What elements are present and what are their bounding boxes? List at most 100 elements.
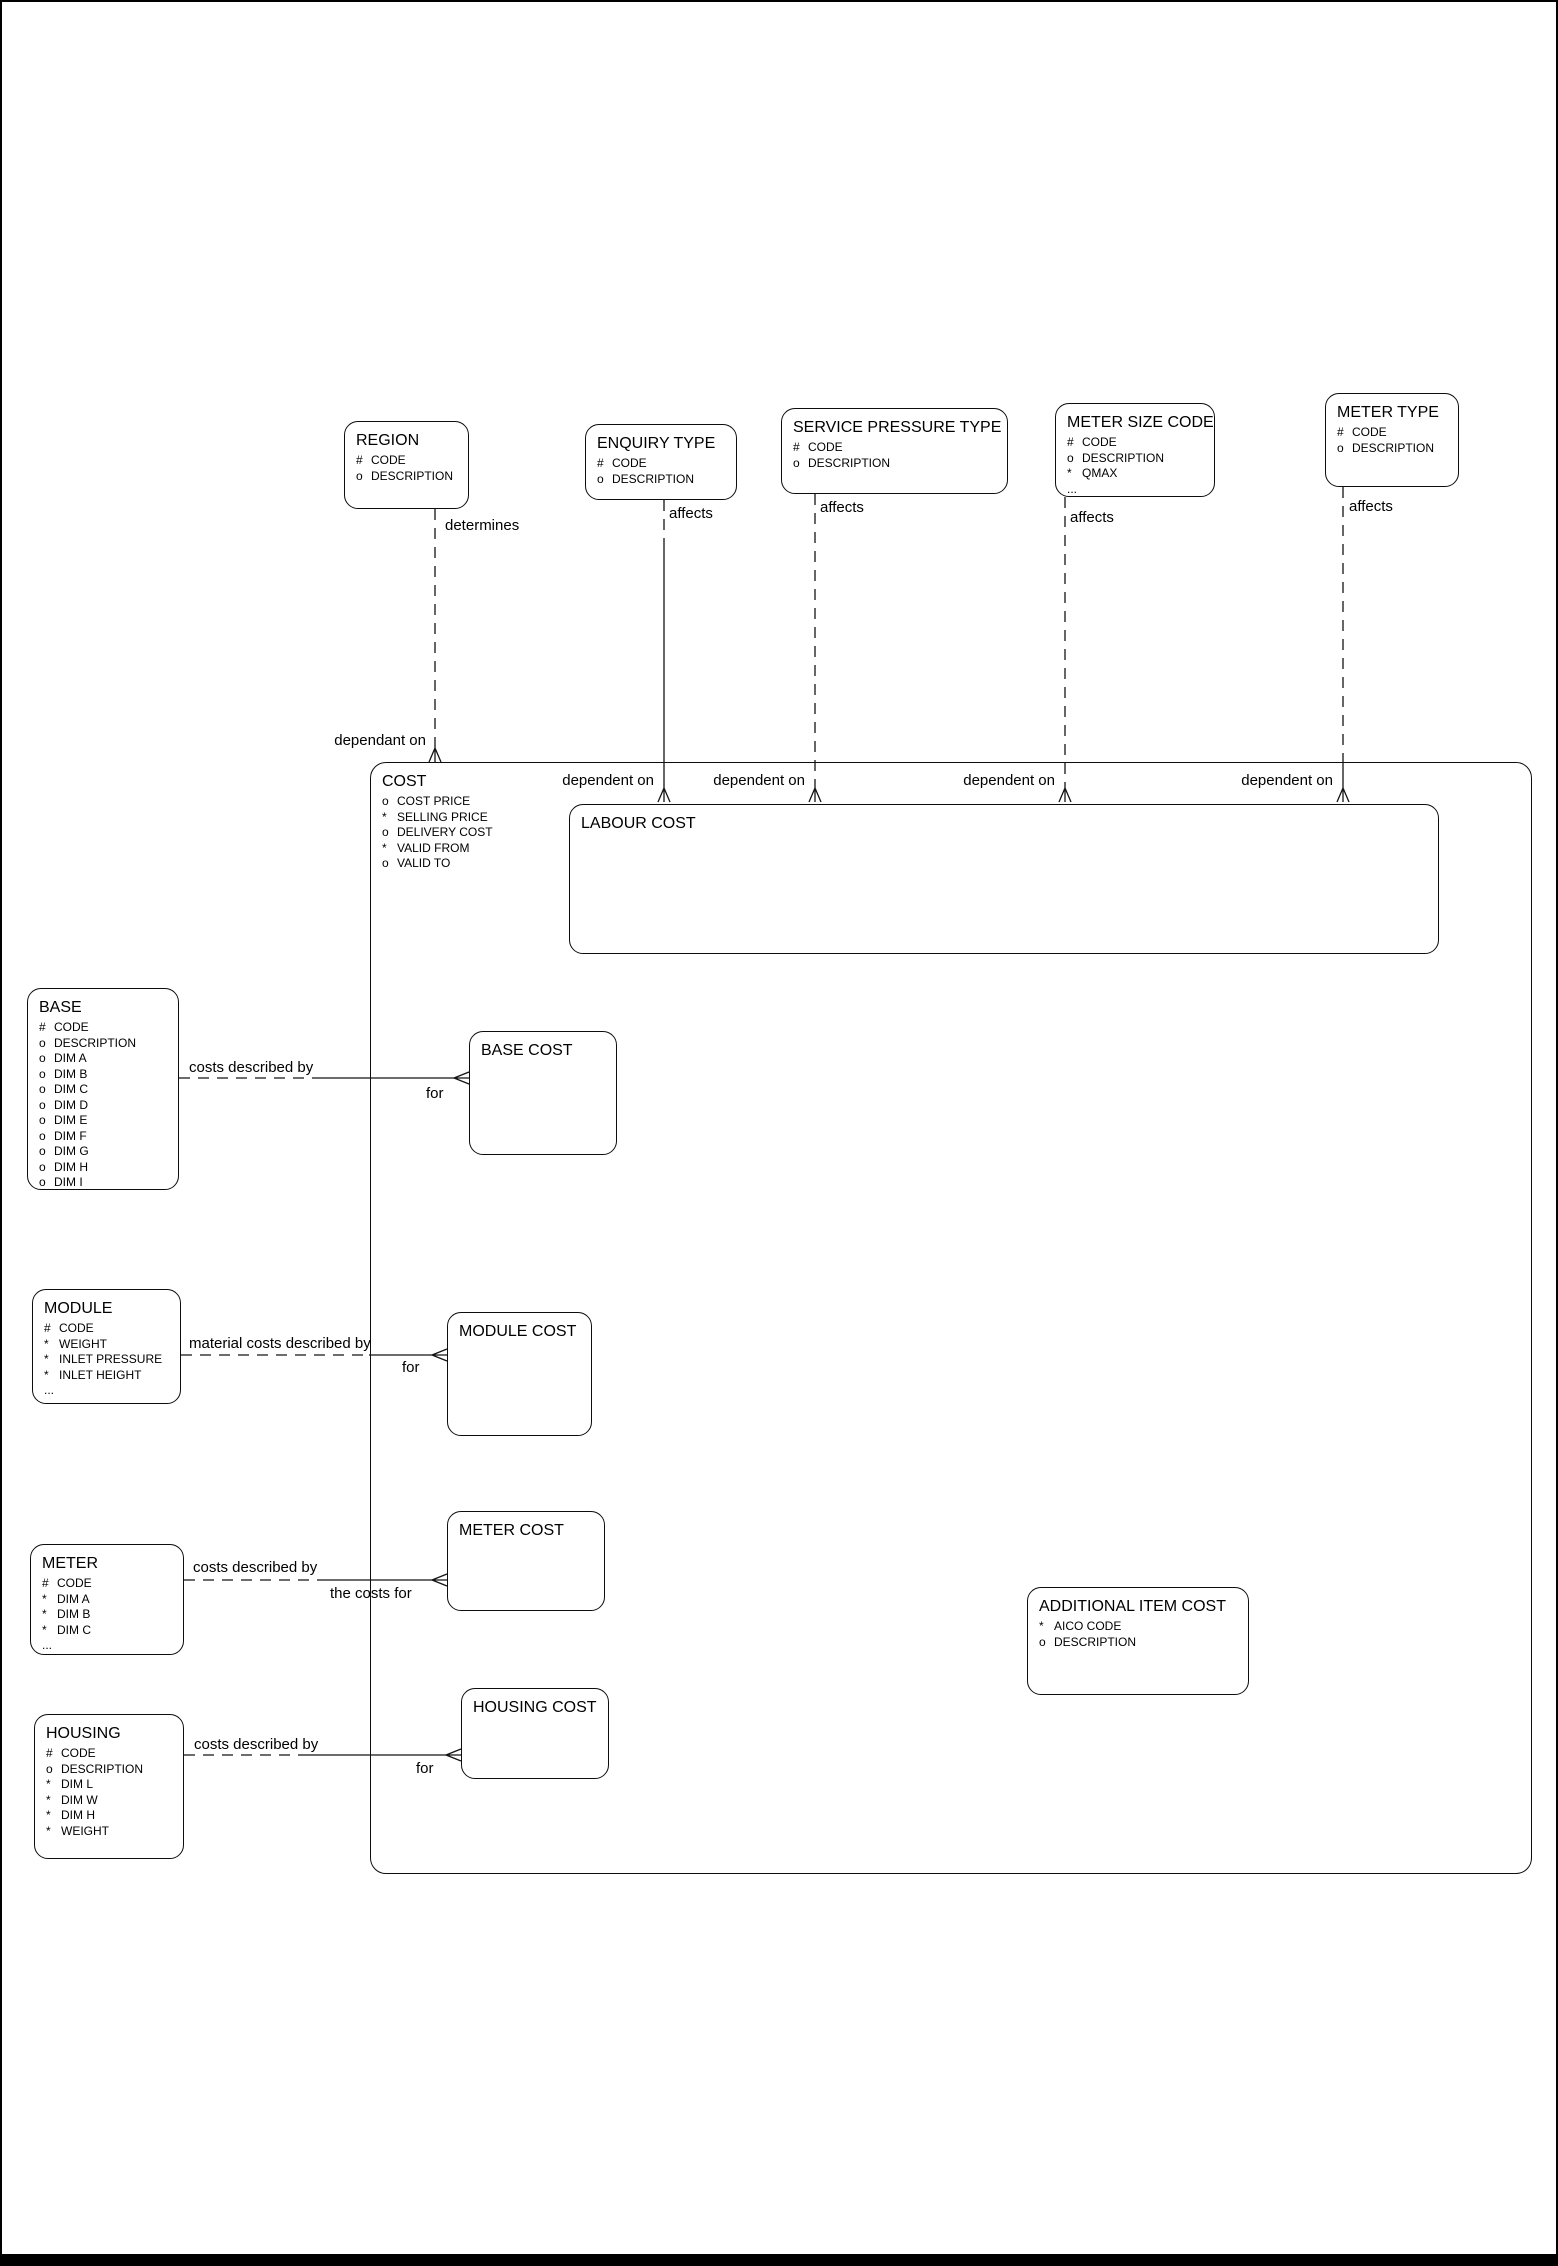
relationship-line-base-base-cost[interactable] [179,1071,470,1085]
attribute-name: CODE [808,440,843,454]
relationship-line-meter-meter-cost[interactable] [184,1573,448,1587]
attribute-prefix: o [39,1082,46,1096]
attribute-name: DIM I [54,1175,83,1189]
attribute-prefix: o [39,1035,46,1050]
attribute-row: #CODE [793,440,1007,456]
attribute-prefix: o [597,471,604,486]
attribute-row: *AICO CODE [1039,1619,1248,1635]
relationship-label-affects-service: affects [820,499,864,516]
attribute-row: *INLET PRESSURE [44,1352,180,1368]
attribute-row: ... [1067,482,1214,498]
relationship-label-dependant-on: dependant on [334,732,426,749]
attribute-prefix: o [382,856,389,870]
entity-title: METER SIZE CODE [1067,414,1214,431]
relationship-line-meter-size-labour[interactable] [1058,497,1072,803]
attribute-row: *DIM B [42,1607,183,1623]
entity-meter-cost[interactable]: METER COST [447,1511,605,1611]
crows-foot [453,1071,470,1085]
relationship-label-dependent-on-meter-size: dependent on [963,772,1055,789]
attribute-row: ... [42,1638,183,1654]
relationship-label-module-for: for [402,1359,420,1376]
attribute-name: VALID TO [397,856,451,870]
attribute-prefix: o [39,1159,46,1174]
attribute-row: * INLET HEIGHT [44,1368,180,1384]
attribute-prefix: # [46,1746,53,1760]
entity-housing-cost[interactable]: HOUSING COST [461,1688,609,1779]
attribute-prefix: * [44,1352,49,1366]
attribute-prefix: # [356,453,363,467]
entity-title: METER [42,1555,98,1572]
attribute-prefix: * [44,1367,49,1382]
entity-base-cost[interactable]: BASE COST [469,1031,617,1155]
attribute-row: *DIM A [42,1592,183,1608]
attribute-name: DESCRIPTION [54,1035,137,1050]
attribute-prefix: o [1039,1634,1046,1649]
relationship-label-housing-costs-described-by: costs described by [194,1736,319,1753]
attribute-name: DESCRIPTION [371,468,454,483]
attribute-prefix: * [46,1792,51,1807]
relationship-line-module-module-cost[interactable] [181,1348,448,1362]
attribute-name: DIM E [54,1113,88,1127]
attribute-name: DIM F [54,1128,87,1143]
entity-module-cost[interactable]: MODULE COST [447,1312,592,1436]
attribute-row: *QMAX [1067,466,1214,482]
attribute-prefix: # [1337,425,1344,439]
attribute-name: DIM B [54,1066,88,1081]
relationship-label-meter-costs-described-by: costs described by [193,1559,318,1576]
entity-title: SERVICE PRESSURE TYPE [793,419,1002,436]
entity-module[interactable]: MODULE #CODE*WEIGHT*INLET PRESSURE*INLET… [32,1289,181,1404]
relationship-line-housing-housing-cost[interactable] [184,1748,462,1762]
crows-foot [431,1348,448,1362]
entity-title: BASE [39,999,82,1016]
attribute-prefix: o [39,1128,46,1143]
attribute-name: DESCRIPTION [1054,1634,1137,1649]
attribute-prefix: ... [1067,481,1078,496]
entity-title: REGION [356,432,420,449]
attribute-name: DELIVERY COST [397,825,493,839]
relationship-line-region-cost[interactable] [428,509,442,763]
crows-foot [657,787,671,803]
relationship-line-enquiry-labour[interactable] [657,500,671,803]
attribute-prefix: * [46,1808,51,1822]
attribute-name: CODE [612,456,647,470]
attribute-name: INLET HEIGHT [59,1367,142,1382]
entity-title: MODULE COST [459,1323,577,1340]
attribute-prefix: o [39,1113,46,1127]
relationship-line-service-labour[interactable] [808,494,822,803]
relationship-line-meter-type-labour[interactable] [1336,487,1350,803]
entity-meter[interactable]: METER #CODE*DIM A*DIM B*DIM C... [30,1544,184,1655]
attribute-name: SELLING PRICE [397,809,488,824]
attribute-row: #CODE [44,1321,180,1337]
relationship-label-meter-the-costs-for: the costs for [330,1585,412,1602]
entity-title: HOUSING COST [473,1699,597,1716]
relationship-label-base-for: for [426,1085,444,1102]
attribute-row: *SELLING PRICE [382,810,1531,826]
entity-labour-cost[interactable]: LABOUR COST [569,804,1439,954]
attribute-row: o DIM E [39,1113,178,1129]
attribute-name: DIM H [61,1808,95,1822]
relationship-label-dependent-on-meter-type: dependent on [1241,772,1333,789]
